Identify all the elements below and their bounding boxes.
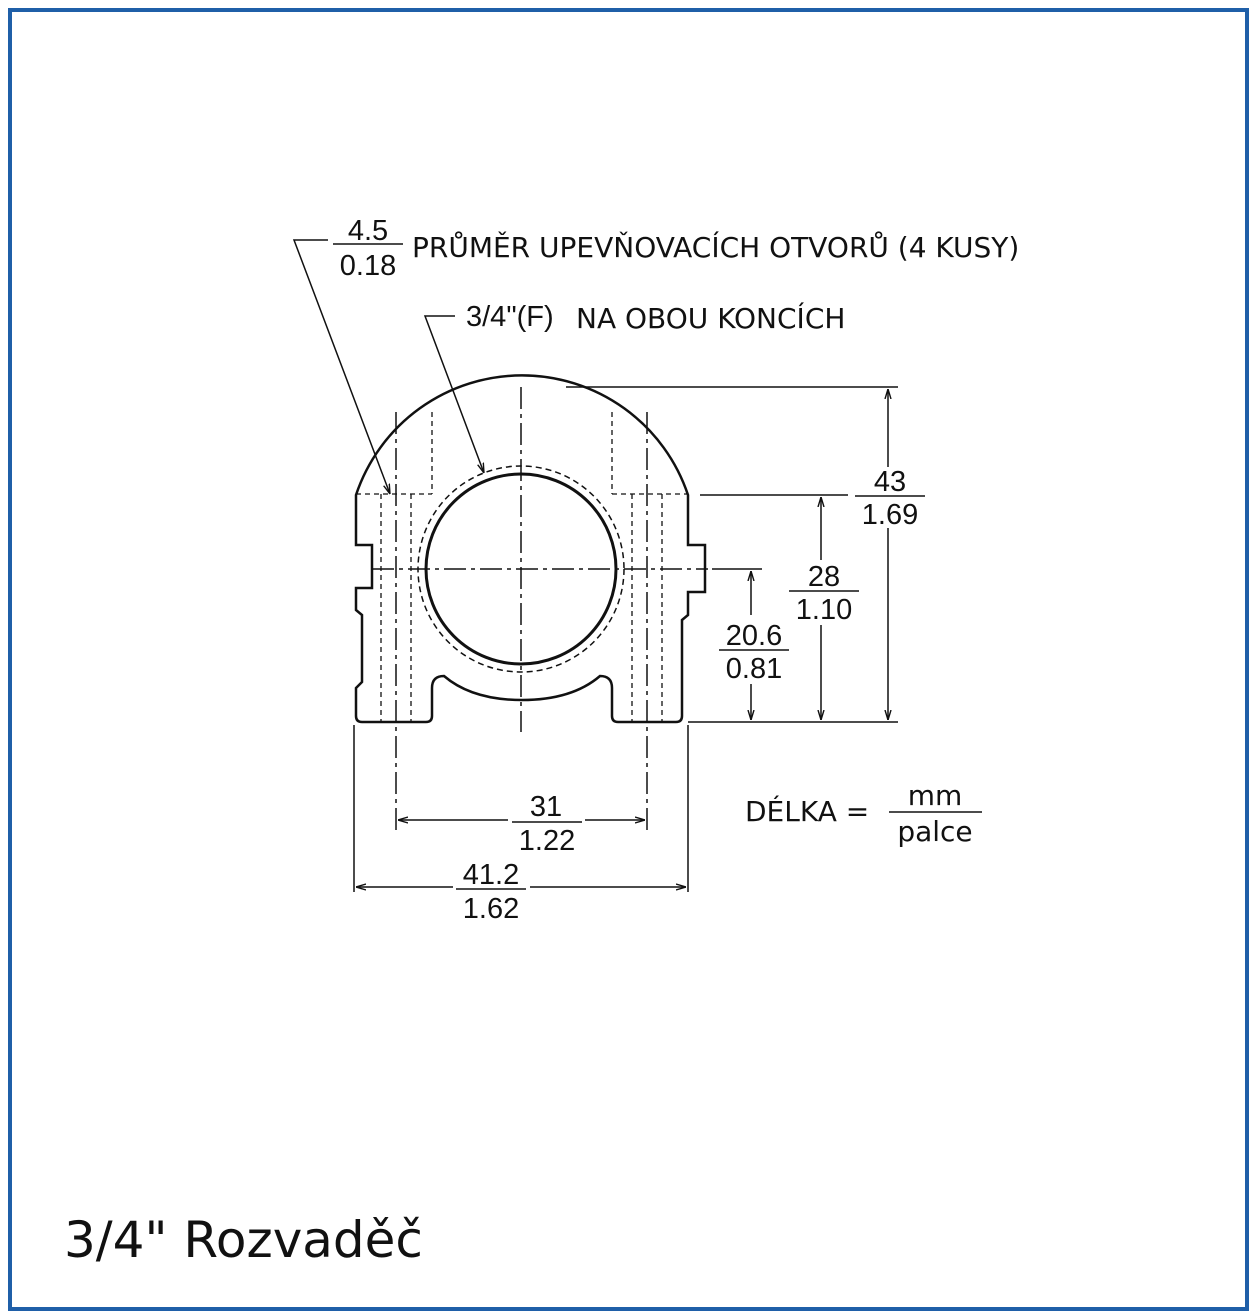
dim-height-mm: 43 [874,466,906,498]
center-lines [372,387,708,830]
dim-center-in: 0.81 [726,653,782,685]
dim-spacing-in: 1.22 [519,825,575,857]
page-title: 3/4" Rozvaděč [64,1211,423,1269]
body-outline [354,374,707,724]
dim-width-mm: 41.2 [463,859,519,891]
dimension-lines [356,389,888,887]
dim-height-in: 1.69 [862,499,918,531]
thread-note: NA OBOU KONCÍCH [576,301,845,335]
legend-label: DÉLKA = [745,794,869,828]
hole-dia-mm: 4.5 [348,215,388,247]
hole-dia-in: 0.18 [340,250,396,282]
legend-inch: palce [897,815,972,848]
hole-note: PRŮMĚR UPEVŇOVACÍCH OTVORŮ (4 KUSY) [412,230,1019,264]
extension-lines [353,386,898,892]
hidden-lines [380,412,663,722]
dim-width-in: 1.62 [463,893,519,925]
leader-lines [292,239,484,494]
dim-spacing-mm: 31 [530,791,562,823]
drawing-frame [8,8,1249,1311]
dim-shoulder-in: 1.10 [796,594,852,626]
thread-size: 3/4"(F) [466,301,554,333]
dim-shoulder-mm: 28 [808,561,840,593]
legend-mm: mm [908,779,963,812]
dim-center-mm: 20.6 [726,620,782,652]
